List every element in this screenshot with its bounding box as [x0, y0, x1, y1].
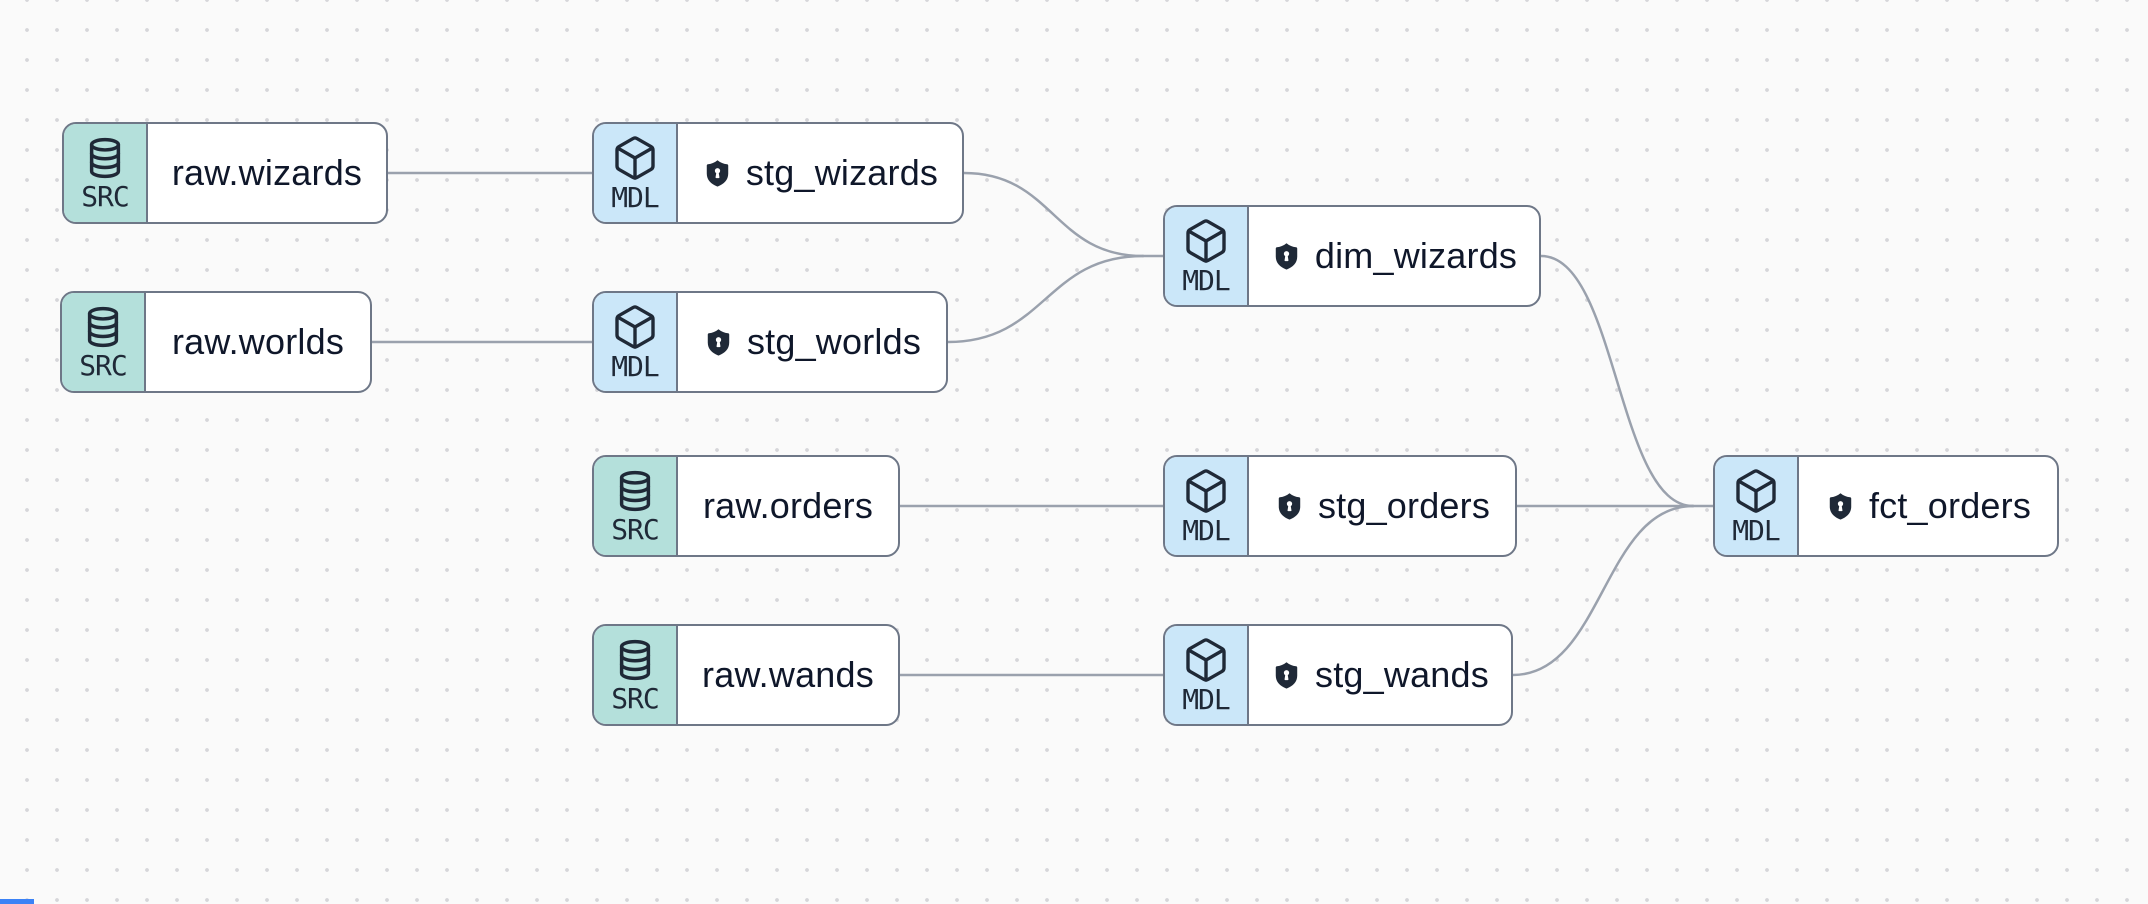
- lineage-node-stg-wands[interactable]: MDL stg_wands: [1163, 624, 1513, 726]
- node-label: stg_wizards: [745, 152, 939, 193]
- shield-lock-icon: [706, 159, 729, 187]
- lineage-node-stg-wizards[interactable]: MDL stg_wizards: [592, 122, 964, 224]
- node-label-box: stg_wands: [1249, 626, 1511, 724]
- cube-icon: [1736, 468, 1776, 513]
- node-label: dim_wizards: [1314, 235, 1518, 276]
- node-label-box: dim_wizards: [1249, 207, 1539, 305]
- node-type-badge: MDL: [1715, 457, 1799, 555]
- shield-lock-icon: [1278, 492, 1301, 520]
- node-type-badge: SRC: [64, 124, 148, 222]
- cube-icon: [615, 304, 655, 349]
- cube-icon: [615, 135, 655, 180]
- node-label-box: stg_wizards: [678, 124, 962, 222]
- node-label: raw.worlds: [171, 321, 345, 362]
- node-label: stg_worlds: [746, 321, 922, 362]
- lineage-edge: [946, 254, 1145, 344]
- node-label-box: raw.wizards: [148, 124, 386, 222]
- cube-icon: [1186, 637, 1226, 682]
- node-type-label: SRC: [611, 681, 660, 715]
- node-type-badge: MDL: [594, 293, 678, 391]
- node-type-badge: SRC: [594, 457, 678, 555]
- database-icon: [89, 137, 121, 178]
- lineage-edge: [962, 171, 1145, 258]
- node-type-label: SRC: [79, 348, 128, 382]
- shield-lock-icon: [1829, 492, 1852, 520]
- node-label: stg_wands: [1315, 654, 1489, 695]
- shield-lock-icon: [707, 328, 730, 356]
- node-type-label: MDL: [1182, 513, 1231, 547]
- database-icon: [619, 470, 651, 511]
- lineage-node-raw-wizards[interactable]: SRC raw.wizards: [62, 122, 388, 224]
- lineage-edge: [1539, 254, 1695, 508]
- lineage-node-fct-orders[interactable]: MDL fct_orders: [1713, 455, 2059, 557]
- node-type-badge: SRC: [62, 293, 146, 391]
- node-type-label: SRC: [81, 179, 130, 213]
- lineage-node-raw-orders[interactable]: SRC raw.orders: [592, 455, 900, 557]
- lineage-edge: [1511, 504, 1695, 677]
- node-type-badge: SRC: [594, 626, 678, 724]
- node-label-box: stg_worlds: [678, 293, 946, 391]
- node-type-badge: MDL: [594, 124, 678, 222]
- node-label: raw.orders: [702, 485, 874, 526]
- node-label-box: fct_orders: [1799, 457, 2057, 555]
- node-label: stg_orders: [1317, 485, 1491, 526]
- cube-icon: [1186, 218, 1226, 263]
- node-label-box: stg_orders: [1249, 457, 1515, 555]
- node-label: raw.wizards: [171, 152, 363, 193]
- node-label: fct_orders: [1868, 485, 2032, 526]
- node-type-badge: MDL: [1165, 626, 1249, 724]
- bottom-left-accent[interactable]: [0, 899, 34, 904]
- node-type-label: MDL: [611, 349, 660, 383]
- database-icon: [619, 639, 651, 680]
- node-label-box: raw.worlds: [146, 293, 370, 391]
- lineage-node-raw-wands[interactable]: SRC raw.wands: [592, 624, 900, 726]
- node-type-badge: MDL: [1165, 457, 1249, 555]
- node-type-label: MDL: [1182, 263, 1231, 297]
- database-icon: [87, 306, 119, 347]
- node-label-box: raw.wands: [678, 626, 898, 724]
- node-type-label: SRC: [611, 512, 660, 546]
- node-type-label: MDL: [1732, 513, 1781, 547]
- lineage-node-stg-worlds[interactable]: MDL stg_worlds: [592, 291, 948, 393]
- node-type-label: MDL: [1182, 682, 1231, 716]
- node-label: raw.wands: [702, 654, 874, 695]
- lineage-node-stg-orders[interactable]: MDL stg_orders: [1163, 455, 1517, 557]
- shield-lock-icon: [1275, 242, 1298, 270]
- node-label-box: raw.orders: [678, 457, 898, 555]
- shield-lock-icon: [1275, 661, 1298, 689]
- cube-icon: [1186, 468, 1226, 513]
- lineage-node-dim-wizards[interactable]: MDL dim_wizards: [1163, 205, 1541, 307]
- lineage-node-raw-worlds[interactable]: SRC raw.worlds: [60, 291, 372, 393]
- node-type-badge: MDL: [1165, 207, 1249, 305]
- node-type-label: MDL: [611, 180, 660, 214]
